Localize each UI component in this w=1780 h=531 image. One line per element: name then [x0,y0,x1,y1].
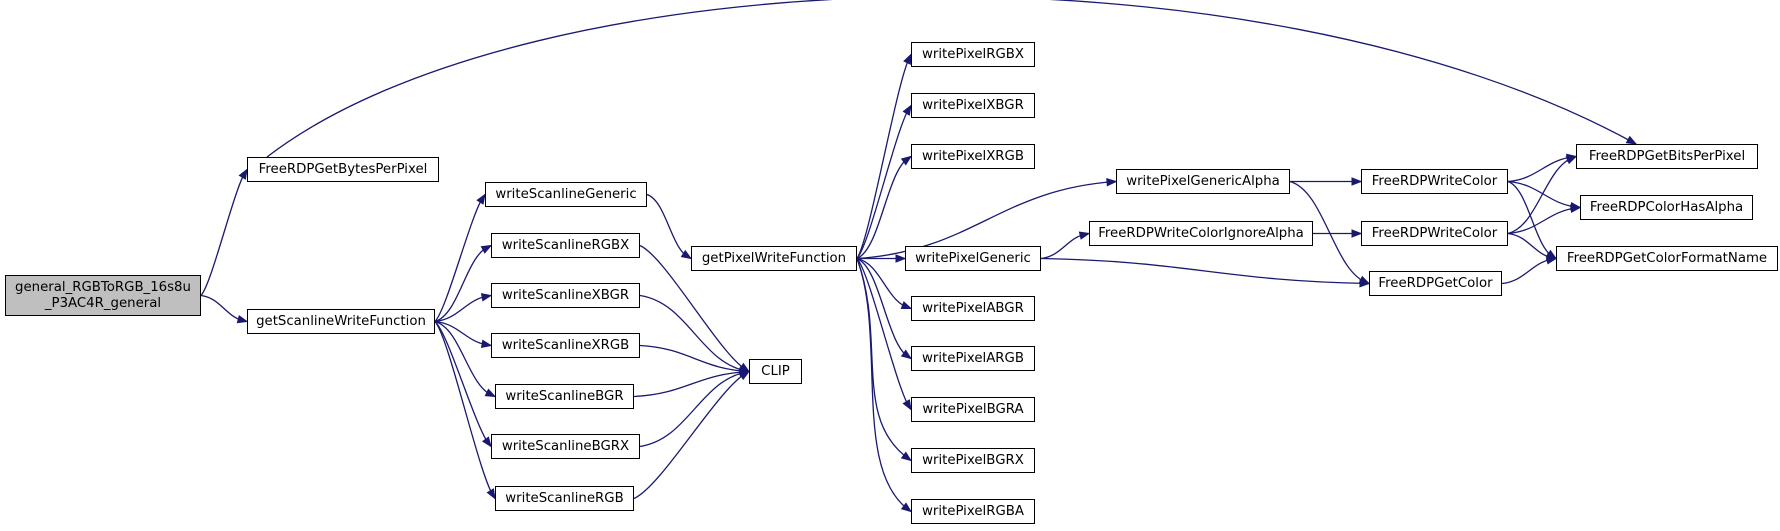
edge-write-scanline-rgb-to-clip [633,370,750,500]
arrowhead-get-scanline-write-function-to-write-scanline-bgr [484,388,497,398]
edge-get-pixel-write-function-to-write-pixel-rgbx [856,54,912,259]
edge-get-pixel-write-function-to-write-pixel-rgba [856,258,912,513]
arrowhead-write-color2-to-color-has-alpha [1570,204,1582,213]
arrowhead-write-color2-to-get-bits-per-pixel [1565,155,1578,165]
arrowhead-write-pixel-generic-to-get-color [1359,279,1371,288]
node-write-pixel-generic[interactable]: writePixelGeneric [905,246,1041,271]
node-write-pixel-bgra[interactable]: writePixelBGRA [911,397,1035,422]
edge-get-scanline-write-function-to-write-scanline-rgb [434,321,496,499]
arrowhead-get-scanline-write-function-to-write-scanline-xrgb [480,339,493,348]
node-write-scanline-xrgb[interactable]: writeScanlineXRGB [491,333,640,358]
node-write-scanline-rgbx[interactable]: writeScanlineRGBX [491,233,640,258]
arrowhead-root-to-get-bytes-per-pixel [238,168,248,180]
node-write-pixel-bgrx[interactable]: writePixelBGRX [911,448,1035,473]
arrowhead-get-scanline-write-function-to-write-scanline-rgb [486,488,496,500]
edge-write-scanline-xbgr-to-clip [639,294,750,373]
edge-write-scanline-bgr-to-clip [633,370,750,398]
node-clip[interactable]: CLIP [749,359,802,384]
node-write-pixel-generic-alpha[interactable]: writePixelGenericAlpha [1116,169,1290,194]
node-write-pixel-argb[interactable]: writePixelARGB [911,346,1035,371]
edge-get-pixel-write-function-to-write-pixel-generic-alpha [856,180,1117,260]
edge-get-pixel-write-function-to-write-pixel-bgra [856,258,912,410]
node-freerdp-write-color-ignore-alpha[interactable]: FreeRDPWriteColorIgnoreAlpha [1089,221,1313,246]
arrowhead-get-pixel-write-function-to-write-pixel-generic-alpha [1106,178,1118,187]
node-get-scanline-write-function[interactable]: getScanlineWriteFunction [247,309,435,334]
arrowhead-get-scanline-write-function-to-write-scanline-xbgr [480,293,493,302]
arrowhead-get-color-to-get-color-format-name [1545,256,1558,265]
arrowhead-write-scanline-generic-to-get-pixel-write-function [680,249,693,260]
node-get-pixel-write-function[interactable]: getPixelWriteFunction [691,246,857,271]
arrowhead-get-pixel-write-function-to-write-pixel-argb [900,349,913,360]
node-write-pixel-rgba[interactable]: writePixelRGBA [911,499,1035,524]
node-freerdp-get-bytes-per-pixel[interactable]: FreeRDPGetBytesPerPixel [247,157,439,182]
edge-write-scanline-rgbx-to-clip [639,244,750,373]
node-write-pixel-xbgr[interactable]: writePixelXBGR [911,93,1035,118]
root-label-line-2: _P3AC4R_general [44,295,162,311]
arrowhead-root-to-get-scanline-write-function [236,315,249,324]
arrowhead-get-scanline-write-function-to-write-scanline-generic [476,193,486,205]
node-write-scanline-generic[interactable]: writeScanlineGeneric [485,182,647,207]
node-write-scanline-bgr[interactable]: writeScanlineBGR [495,384,634,409]
node-general-rgbtorgb-16s8u-p3ac4r-general[interactable]: general_RGBToRGB_16s8u _P3AC4R_general [5,275,201,316]
edge-write-scanline-xrgb-to-clip [639,344,750,373]
edge-get-pixel-write-function-to-write-pixel-xrgb [856,155,912,260]
edge-get-bytes-per-pixel-to-get-bits-per-pixel [266,0,1637,158]
edge-write-scanline-bgrx-to-clip [639,370,750,448]
node-write-scanline-bgrx[interactable]: writeScanlineBGRX [491,434,640,459]
node-freerdp-get-color-format-name[interactable]: FreeRDPGetColorFormatName [1556,246,1778,271]
edge-write-pixel-generic-to-get-color [1040,257,1370,285]
root-label-line-1: general_RGBToRGB_16s8u [15,279,191,295]
arrowhead-get-scanline-write-function-to-write-scanline-bgrx [481,436,492,448]
node-freerdp-get-bits-per-pixel[interactable]: FreeRDPGetBitsPerPixel [1576,144,1758,169]
node-write-pixel-xrgb[interactable]: writePixelXRGB [911,144,1035,169]
arrowhead-get-pixel-write-function-to-write-pixel-rgbx [903,53,912,65]
arrowhead-get-pixel-write-function-to-write-pixel-bgra [902,399,912,411]
node-freerdp-get-color[interactable]: FreeRDPGetColor [1369,271,1502,296]
arrowhead-get-pixel-write-function-to-write-pixel-rgba [900,502,913,513]
node-write-scanline-rgb[interactable]: writeScanlineRGB [495,486,634,511]
arrowhead-get-pixel-write-function-to-write-pixel-xrgb [900,155,913,166]
arrowhead-write-color-ignore-alpha-to-write-color2 [1351,229,1363,238]
arrowhead-write-pixel-generic-to-write-color-ignore-alpha [1078,231,1091,240]
edge-get-pixel-write-function-to-write-pixel-xbgr [856,105,912,259]
arrowhead-get-pixel-write-function-to-write-pixel-bgrx [900,451,913,462]
node-freerdp-color-has-alpha[interactable]: FreeRDPColorHasAlpha [1580,195,1753,220]
node-write-scanline-xbgr[interactable]: writeScanlineXBGR [491,283,640,308]
node-freerdp-write-color-2[interactable]: FreeRDPWriteColor [1361,221,1508,246]
arrowhead-write-scanline-rgb-to-clip [738,370,751,381]
arrowhead-get-pixel-write-function-to-write-pixel-xbgr [902,104,912,116]
edge-write-color2-to-get-bits-per-pixel [1507,155,1577,235]
arrowhead-get-pixel-write-function-to-write-pixel-generic [895,254,907,263]
node-write-pixel-rgbx[interactable]: writePixelRGBX [911,42,1035,67]
arrowhead-get-pixel-write-function-to-write-pixel-abgr [900,301,913,310]
edge-write-pixel-generic-alpha-to-get-color [1289,180,1370,285]
node-write-pixel-abgr[interactable]: writePixelABGR [911,296,1035,321]
arrowhead-write-pixel-generic-alpha-to-write-color1 [1351,177,1363,186]
node-freerdp-write-color-1[interactable]: FreeRDPWriteColor [1361,169,1508,194]
arrowhead-get-bytes-per-pixel-to-get-bits-per-pixel [1625,135,1638,145]
arrowhead-get-scanline-write-function-to-write-scanline-rgbx [480,244,493,254]
